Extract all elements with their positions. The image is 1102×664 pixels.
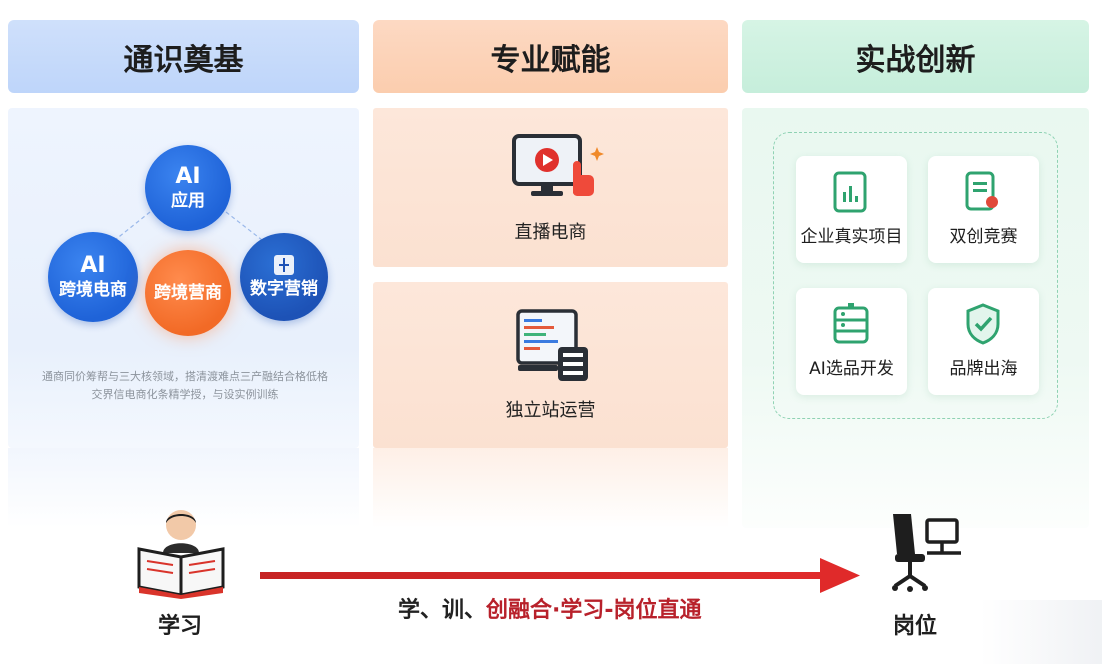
circle-ai-application-line2: 应用	[171, 191, 205, 211]
tile-brand-going-global-label: 品牌出海	[949, 359, 1018, 379]
progress-arrow	[260, 558, 860, 593]
tile-group-frame	[773, 132, 1058, 419]
circle-ai-application: AI 应用	[145, 145, 231, 231]
tile-innovation-contest-label: 双创竞赛	[949, 227, 1018, 247]
flow-caption-highlight: 创融合·学习-岗位直通	[486, 598, 702, 623]
live-streaming-monitor-icon	[512, 134, 604, 196]
tile-enterprise-project-label: 企业真实项目	[800, 227, 903, 247]
foundation-description-line1: 通商同价筹帮与三大核领域，搭清渡难点三产融结合格低格	[42, 370, 328, 383]
circle-ai-cross-border-ecommerce: AI 跨境电商	[48, 232, 138, 322]
tile-enterprise-project: 企业真实项目	[796, 156, 907, 263]
tile-ai-product-selection-label: AI选品开发	[809, 359, 894, 379]
server-stack-icon	[833, 303, 869, 344]
column-header-specialty: 专业赋能	[373, 20, 728, 93]
website-code-icon	[516, 309, 588, 381]
tile-brand-going-global: 品牌出海	[928, 288, 1039, 395]
shield-check-icon	[966, 303, 1000, 345]
circle-connectors	[114, 211, 263, 241]
circle-ai-ecommerce-line1: AI	[80, 253, 106, 278]
card-live-streaming-label: 直播电商	[514, 222, 587, 243]
column-header-foundation: 通识奠基	[8, 20, 359, 93]
sparkle-icon	[274, 255, 294, 275]
office-chair-desk-icon	[892, 514, 961, 592]
circle-ai-ecommerce-line2: 跨境电商	[59, 280, 127, 300]
card-independent-site-label: 独立站运营	[505, 400, 596, 421]
column-fade-specialty	[373, 448, 728, 528]
column-header-practice: 实战创新	[742, 20, 1089, 93]
circle-digital-line1: 数字营销	[250, 279, 318, 299]
foundation-description-line2: 交界信电商化条精学授，与设实例训练	[91, 388, 279, 401]
bottom-right-glow	[980, 600, 1102, 664]
flow-end-label: 岗位	[893, 614, 938, 639]
person-reading-book-icon	[137, 510, 225, 599]
flow-caption-prefix: 学、训、	[398, 598, 487, 623]
tile-innovation-contest: 双创竞赛	[928, 156, 1039, 263]
circle-digital-marketing: 数字营销	[240, 233, 328, 321]
flow-caption: 学、训、创融合·学习-岗位直通	[398, 592, 702, 624]
chart-document-icon	[833, 171, 867, 213]
flow-start-label: 学习	[158, 614, 203, 639]
foundation-description: 通商同价筹帮与三大核领域，搭清渡难点三产融结合格低格 交界信电商化条精学授，与设…	[30, 368, 340, 404]
tile-ai-product-selection: AI选品开发	[796, 288, 907, 395]
award-document-icon	[965, 171, 998, 211]
circle-business-line1: 跨境营商	[154, 283, 222, 303]
circle-cross-border-business: 跨境营商	[145, 250, 231, 336]
circle-ai-application-line1: AI	[175, 164, 201, 189]
